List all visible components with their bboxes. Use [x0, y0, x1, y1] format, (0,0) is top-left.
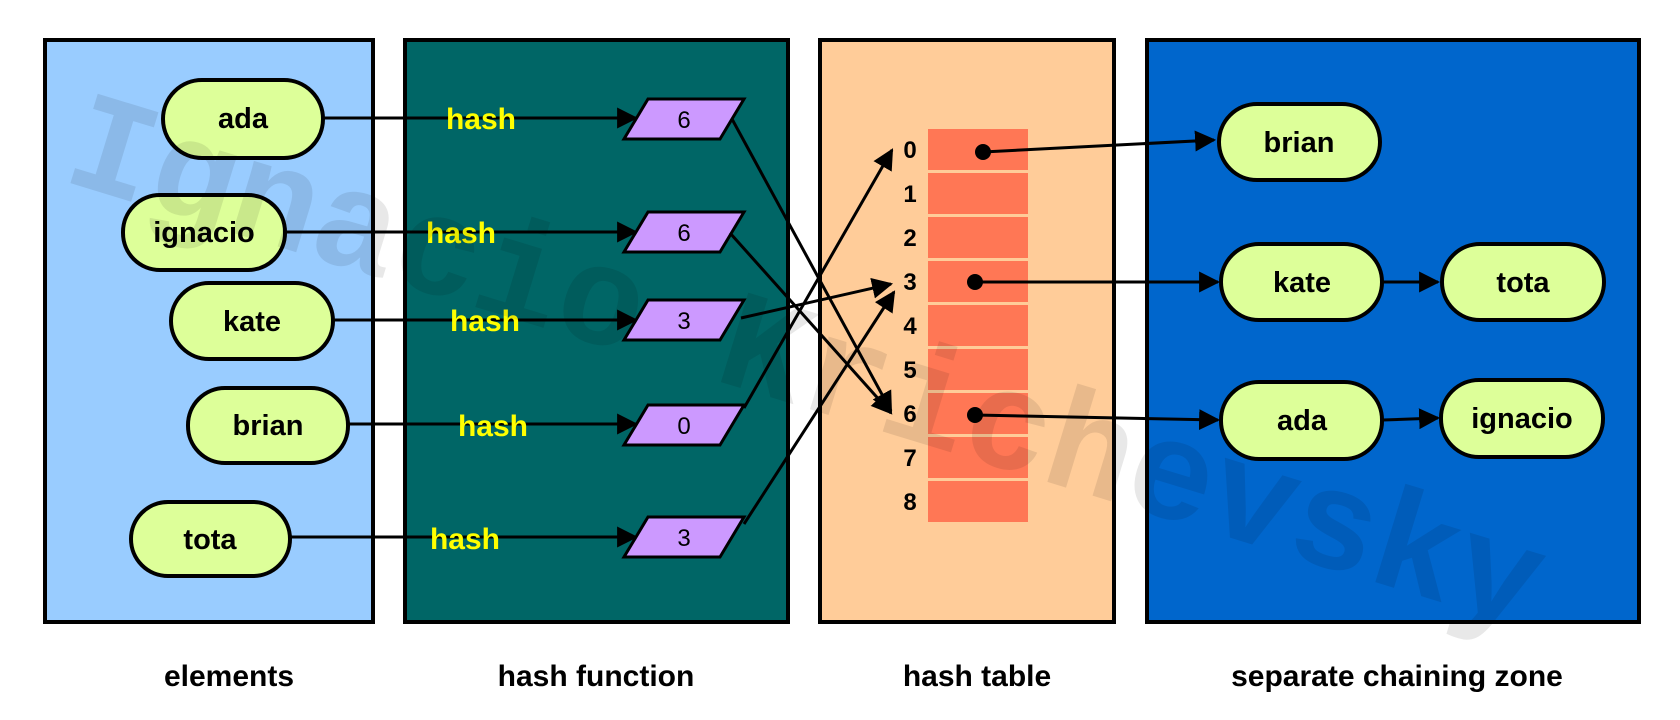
arrow [740, 277, 894, 320]
table-index: 7 [903, 445, 916, 472]
table-cell [928, 217, 1028, 258]
hash-label: hash [426, 217, 496, 250]
caption-chaining: separate chaining zone [1231, 660, 1563, 693]
hash-label: hash [446, 103, 516, 136]
pointer-dot [975, 144, 991, 160]
chain-label: ignacio [1471, 403, 1573, 435]
caption-hash-table: hash table [903, 660, 1051, 693]
table-index: 3 [903, 269, 916, 296]
pointer-dot [967, 407, 983, 423]
hash-value: 3 [677, 525, 690, 552]
hash-to-table-arrows [728, 118, 896, 525]
element-label: ada [218, 103, 269, 135]
element-label: tota [183, 524, 237, 556]
table-index: 4 [903, 313, 917, 340]
table-cell [928, 173, 1028, 214]
element-node [161, 78, 325, 160]
element-arrows [285, 107, 639, 548]
arrow [728, 231, 893, 415]
hash-value-box [621, 515, 747, 559]
table-index: 8 [903, 489, 916, 516]
hash-value: 3 [677, 308, 690, 335]
chain-node [1219, 380, 1384, 461]
chain-label: brian [1264, 127, 1335, 159]
table-index: 2 [903, 225, 916, 252]
caption-hash-function: hash function [498, 660, 695, 693]
table-cell [928, 349, 1028, 390]
element-node [169, 281, 335, 361]
element-label: brian [233, 410, 304, 442]
chain-arrows [974, 130, 1441, 431]
hash-value: 0 [677, 413, 690, 440]
element-node [129, 500, 292, 578]
hash-value-box [621, 97, 747, 141]
pointer-dot [967, 274, 983, 290]
arrow [974, 409, 1221, 431]
hash-value: 6 [677, 107, 690, 134]
chain-node [1219, 242, 1384, 322]
chain-node [1217, 102, 1382, 182]
chain-label: kate [1273, 267, 1331, 299]
arrow [982, 130, 1217, 154]
hash-value-box [621, 298, 747, 342]
hash-label: hash [430, 523, 500, 556]
chain-node [1439, 378, 1605, 459]
table-index: 6 [903, 401, 916, 428]
table-index: 1 [903, 181, 916, 208]
table-index: 5 [903, 357, 916, 384]
chain-node [1440, 242, 1606, 322]
hash-label: hash [458, 410, 528, 443]
element-node [121, 193, 287, 272]
table-index: 0 [903, 137, 916, 164]
hash-label: hash [450, 305, 520, 338]
element-node [186, 386, 350, 465]
element-label: ignacio [153, 217, 255, 249]
chain-label: tota [1496, 267, 1550, 299]
caption-elements: elements [164, 660, 294, 693]
element-label: kate [223, 306, 281, 338]
table-cell [928, 305, 1028, 346]
arrow [742, 290, 896, 525]
hash-value-box [621, 403, 747, 447]
arrow [1382, 408, 1441, 430]
arrow [742, 148, 894, 409]
table-cell [928, 437, 1028, 478]
hash-value-box [621, 210, 747, 254]
table-cell [928, 481, 1028, 522]
arrow [730, 118, 893, 413]
chain-label: ada [1277, 405, 1328, 437]
hash-value: 6 [677, 220, 690, 247]
